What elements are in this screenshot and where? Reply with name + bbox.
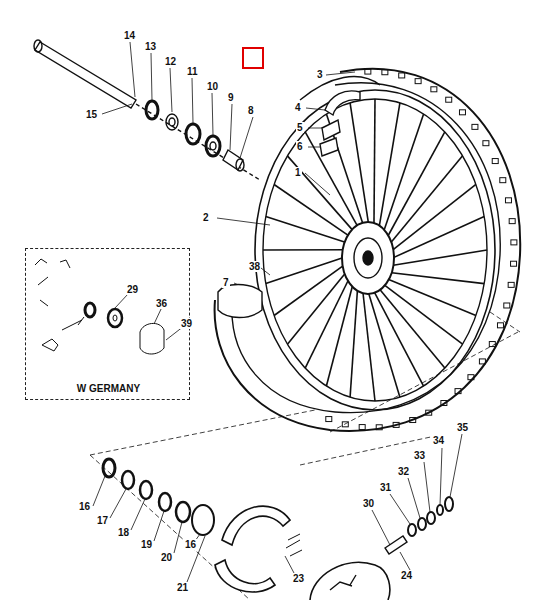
callout-number: 32 [397,466,410,477]
spokes [263,99,487,401]
projection-lines [90,312,520,600]
callout-number: 35 [456,422,469,433]
callout-number: 1 [294,167,302,178]
axle-parts [146,101,244,171]
callout-number: 20 [160,552,173,563]
callout-number: 12 [164,56,177,67]
rim [255,90,495,410]
callout-number: 17 [96,515,109,526]
callout-number: 21 [176,582,189,593]
callout-number: 34 [432,435,445,446]
callout-number: 18 [117,527,130,538]
callout-number: 9 [227,92,235,103]
callout-number: 29 [126,284,139,295]
leader-lines [102,42,355,290]
callout-number: 38 [248,261,261,272]
inset-box: W GERMANY [25,248,190,400]
marker-square [243,48,263,68]
callout-number: 11 [186,66,199,77]
callout-number: 8 [247,105,255,116]
hub [342,222,394,294]
tire [215,69,521,431]
callout-number: 10 [206,81,219,92]
axle [35,42,136,108]
callout-number: 3 [316,69,324,80]
callout-number: 31 [379,482,392,493]
axle-end [34,40,42,52]
callout-number: 23 [292,573,305,584]
rim-inner [263,99,487,401]
brake-parts [103,459,453,600]
callout-number: 7 [222,277,230,288]
callout-number: 30 [362,498,375,509]
callout-number: 39 [180,318,193,329]
callout-number: 15 [85,109,98,120]
leader-lines-bottom [93,434,462,582]
callout-number: 4 [294,102,302,113]
inset-parts [35,259,184,354]
tube [218,91,360,318]
callout-number: 2 [202,212,210,223]
callout-number: 16 [78,501,91,512]
region-label: W GERMANY [75,383,142,394]
callout-number: 13 [144,41,157,52]
callout-number: 14 [123,30,136,41]
callout-number: 36 [155,298,168,309]
callout-number: 24 [400,570,413,581]
callout-number: 5 [296,122,304,133]
callout-number: 6 [296,141,304,152]
callout-number: 33 [413,450,426,461]
callout-number: 16 [184,539,197,550]
callout-number: 19 [140,539,153,550]
